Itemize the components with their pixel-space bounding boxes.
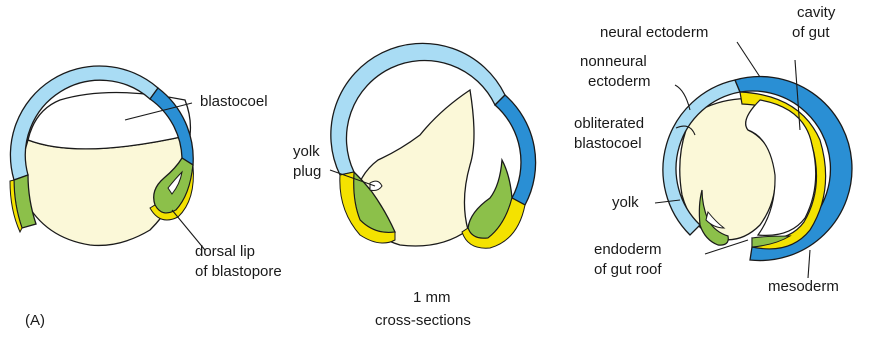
label-yolk: yolk [612, 194, 639, 211]
panel-label: (A) [25, 312, 45, 329]
embryo-early-gastrula [10, 66, 193, 245]
embryo-mid-gastrula [331, 43, 536, 248]
label-dorsal-lip-line2: of blastopore [195, 263, 282, 280]
label-cavity-line2: of gut [792, 24, 830, 41]
leader-mesoderm [808, 250, 810, 278]
label-cavity-line1: cavity [797, 4, 836, 21]
caption: cross-sections [375, 312, 471, 329]
leader-neural-ectoderm [737, 42, 760, 77]
label-neural-ectoderm: neural ectoderm [600, 24, 708, 41]
scale-label: 1 mm [413, 289, 451, 306]
label-blastocoel: blastocoel [200, 93, 268, 110]
label-yolk-plug-line1: yolk [293, 143, 320, 160]
label-yolk-plug-line2: plug [293, 163, 321, 180]
label-nonneural-line1: nonneural [580, 53, 647, 70]
label-nonneural-line2: ectoderm [588, 73, 651, 90]
label-mesoderm: mesoderm [768, 278, 839, 295]
label-obliterated-line2: blastocoel [574, 135, 642, 152]
label-endoderm-line2: of gut roof [594, 261, 662, 278]
label-endoderm-line1: endoderm [594, 241, 662, 258]
embryo-late-gastrula [663, 77, 852, 261]
label-dorsal-lip-line1: dorsal lip [195, 243, 255, 260]
label-obliterated-line1: obliterated [574, 115, 644, 132]
